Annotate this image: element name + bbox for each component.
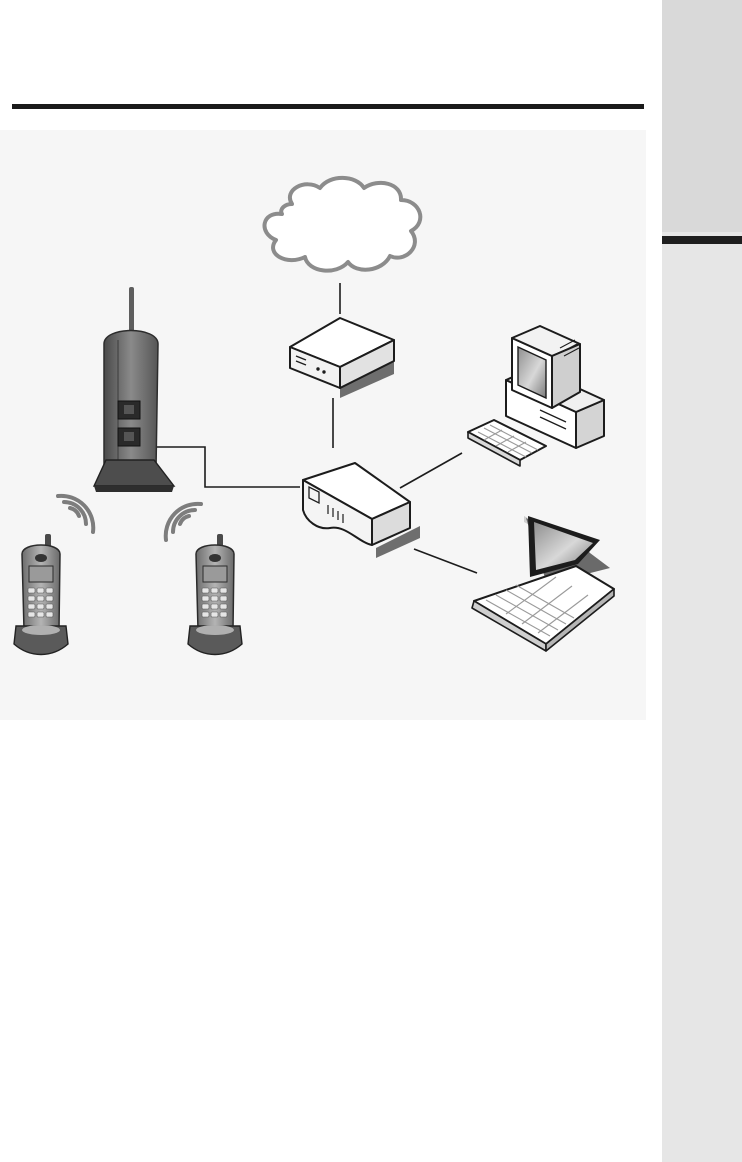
edge-router-desktop [400, 453, 462, 488]
edge-router-laptop [414, 549, 477, 573]
base-station-icon [94, 287, 174, 492]
desktop-computer-icon [468, 326, 604, 466]
cordless-handset-2-icon [188, 534, 242, 655]
side-tab-bar [662, 236, 742, 244]
wireless-waves-right-icon [166, 504, 201, 540]
network-diagram [0, 130, 646, 720]
side-tab-top [662, 0, 742, 232]
cloud-icon [265, 178, 421, 271]
page-header-rule [12, 104, 644, 109]
laptop-icon [472, 516, 614, 651]
cordless-handset-1-icon [14, 534, 68, 655]
router-icon [303, 463, 420, 558]
connections [130, 283, 477, 573]
network-diagram-svg [0, 130, 646, 720]
wireless-waves-left-icon [58, 496, 93, 532]
modem-icon [290, 318, 394, 398]
side-tab [662, 0, 742, 1162]
